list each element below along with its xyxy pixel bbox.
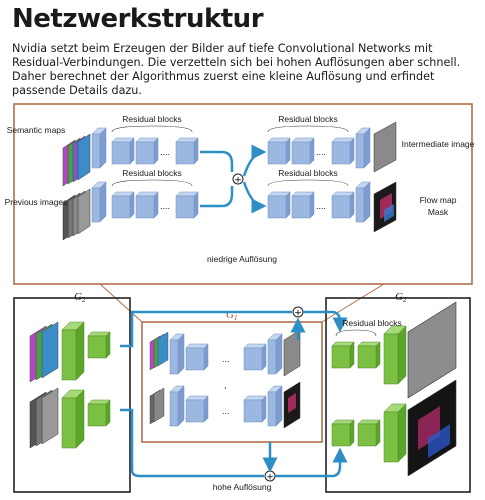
g1-center-label: G1 (226, 309, 237, 322)
ellipsis: .... (160, 147, 170, 157)
res-block (291, 137, 315, 165)
g1-block (185, 395, 209, 423)
res-block (175, 137, 199, 165)
res-block (291, 191, 315, 219)
g2-decoder-block-top (383, 325, 407, 385)
residual-label-top-right: Residual blocks (278, 114, 338, 124)
semantic-maps-label: Semantic maps (7, 125, 66, 135)
residual-label-bottom-left: Residual blocks (122, 168, 182, 178)
g1-block (185, 343, 209, 371)
g1-block (267, 385, 283, 427)
hires-output-image (407, 301, 457, 399)
plus-symbol: + (294, 309, 302, 319)
low-res-frame (13, 103, 473, 285)
plus-symbol: + (266, 473, 274, 483)
input-label-semantic: Semantic maps (7, 125, 66, 135)
g2-right-frame (325, 297, 471, 493)
g1-mid-mark: , (224, 380, 227, 390)
low-res-caption: niedrige Auflösung (207, 254, 277, 264)
g1-output-image (283, 329, 301, 377)
hires-semantic-stack (29, 321, 59, 383)
intro-text: Nvidia setzt beim Erzeugen der Bilder au… (12, 42, 461, 97)
encoder-block-bottom (91, 181, 107, 223)
g2-encoder-block-top (61, 321, 85, 381)
ellipsis: .... (160, 201, 170, 211)
plus-symbol: + (234, 176, 242, 186)
g1-semantic-stack (149, 331, 169, 371)
g1-center-frame (141, 321, 323, 443)
res-block (111, 137, 135, 165)
sum-node-top (232, 173, 244, 185)
g2-right-label: G2 (395, 291, 407, 304)
g1-previous-stack (149, 387, 165, 425)
output-label-flow: Flow map (420, 195, 457, 205)
semantic-maps-stack (62, 133, 91, 187)
g2-res-block (331, 419, 355, 447)
res-block (267, 191, 291, 219)
g1-block (267, 333, 283, 375)
g2-encoder-block-bottom (61, 389, 85, 449)
previous-images-stack (62, 188, 91, 241)
ellipsis: ... (222, 354, 230, 364)
g2-left-label: G2 (74, 291, 86, 304)
decoder-block-bottom (355, 181, 371, 223)
g2-left-frame (13, 297, 131, 493)
residual-label-g2: Residual blocks (342, 318, 402, 328)
g1-block (243, 395, 267, 423)
res-block (267, 137, 291, 165)
ellipsis: .... (316, 201, 326, 211)
hires-previous-stack (29, 387, 59, 449)
g2-res-block (331, 341, 355, 369)
output-label-intermediate: Intermediate image (402, 139, 475, 149)
residual-label-bottom-right: Residual blocks (278, 168, 338, 178)
res-block (331, 137, 355, 165)
ellipsis: .... (316, 147, 326, 157)
g2-encoder-block (87, 331, 111, 359)
res-block (111, 191, 135, 219)
g2-res-block (357, 341, 381, 369)
residual-label-top-left: Residual blocks (122, 114, 182, 124)
g2-res-block (357, 419, 381, 447)
output-label-mask: Mask (428, 207, 449, 217)
high-res-caption: hohe Auflösung (213, 482, 272, 492)
encoder-block-top (91, 127, 107, 169)
res-block (135, 191, 159, 219)
g1-block (169, 333, 185, 375)
g2-encoder-block (87, 399, 111, 427)
res-block (331, 191, 355, 219)
connector-left (99, 283, 143, 323)
g1-block (169, 385, 185, 427)
page-title: Netzwerkstruktur (12, 4, 264, 34)
res-block (175, 191, 199, 219)
decoder-block-top (355, 127, 371, 169)
res-block (135, 137, 159, 165)
ellipsis: ... (222, 406, 230, 416)
g2-decoder-block-bottom (383, 403, 407, 463)
intermediate-image-thumb (373, 121, 397, 173)
g1-block (243, 343, 267, 371)
connector-right (321, 283, 385, 323)
input-label-previous: Previous images (5, 197, 68, 207)
